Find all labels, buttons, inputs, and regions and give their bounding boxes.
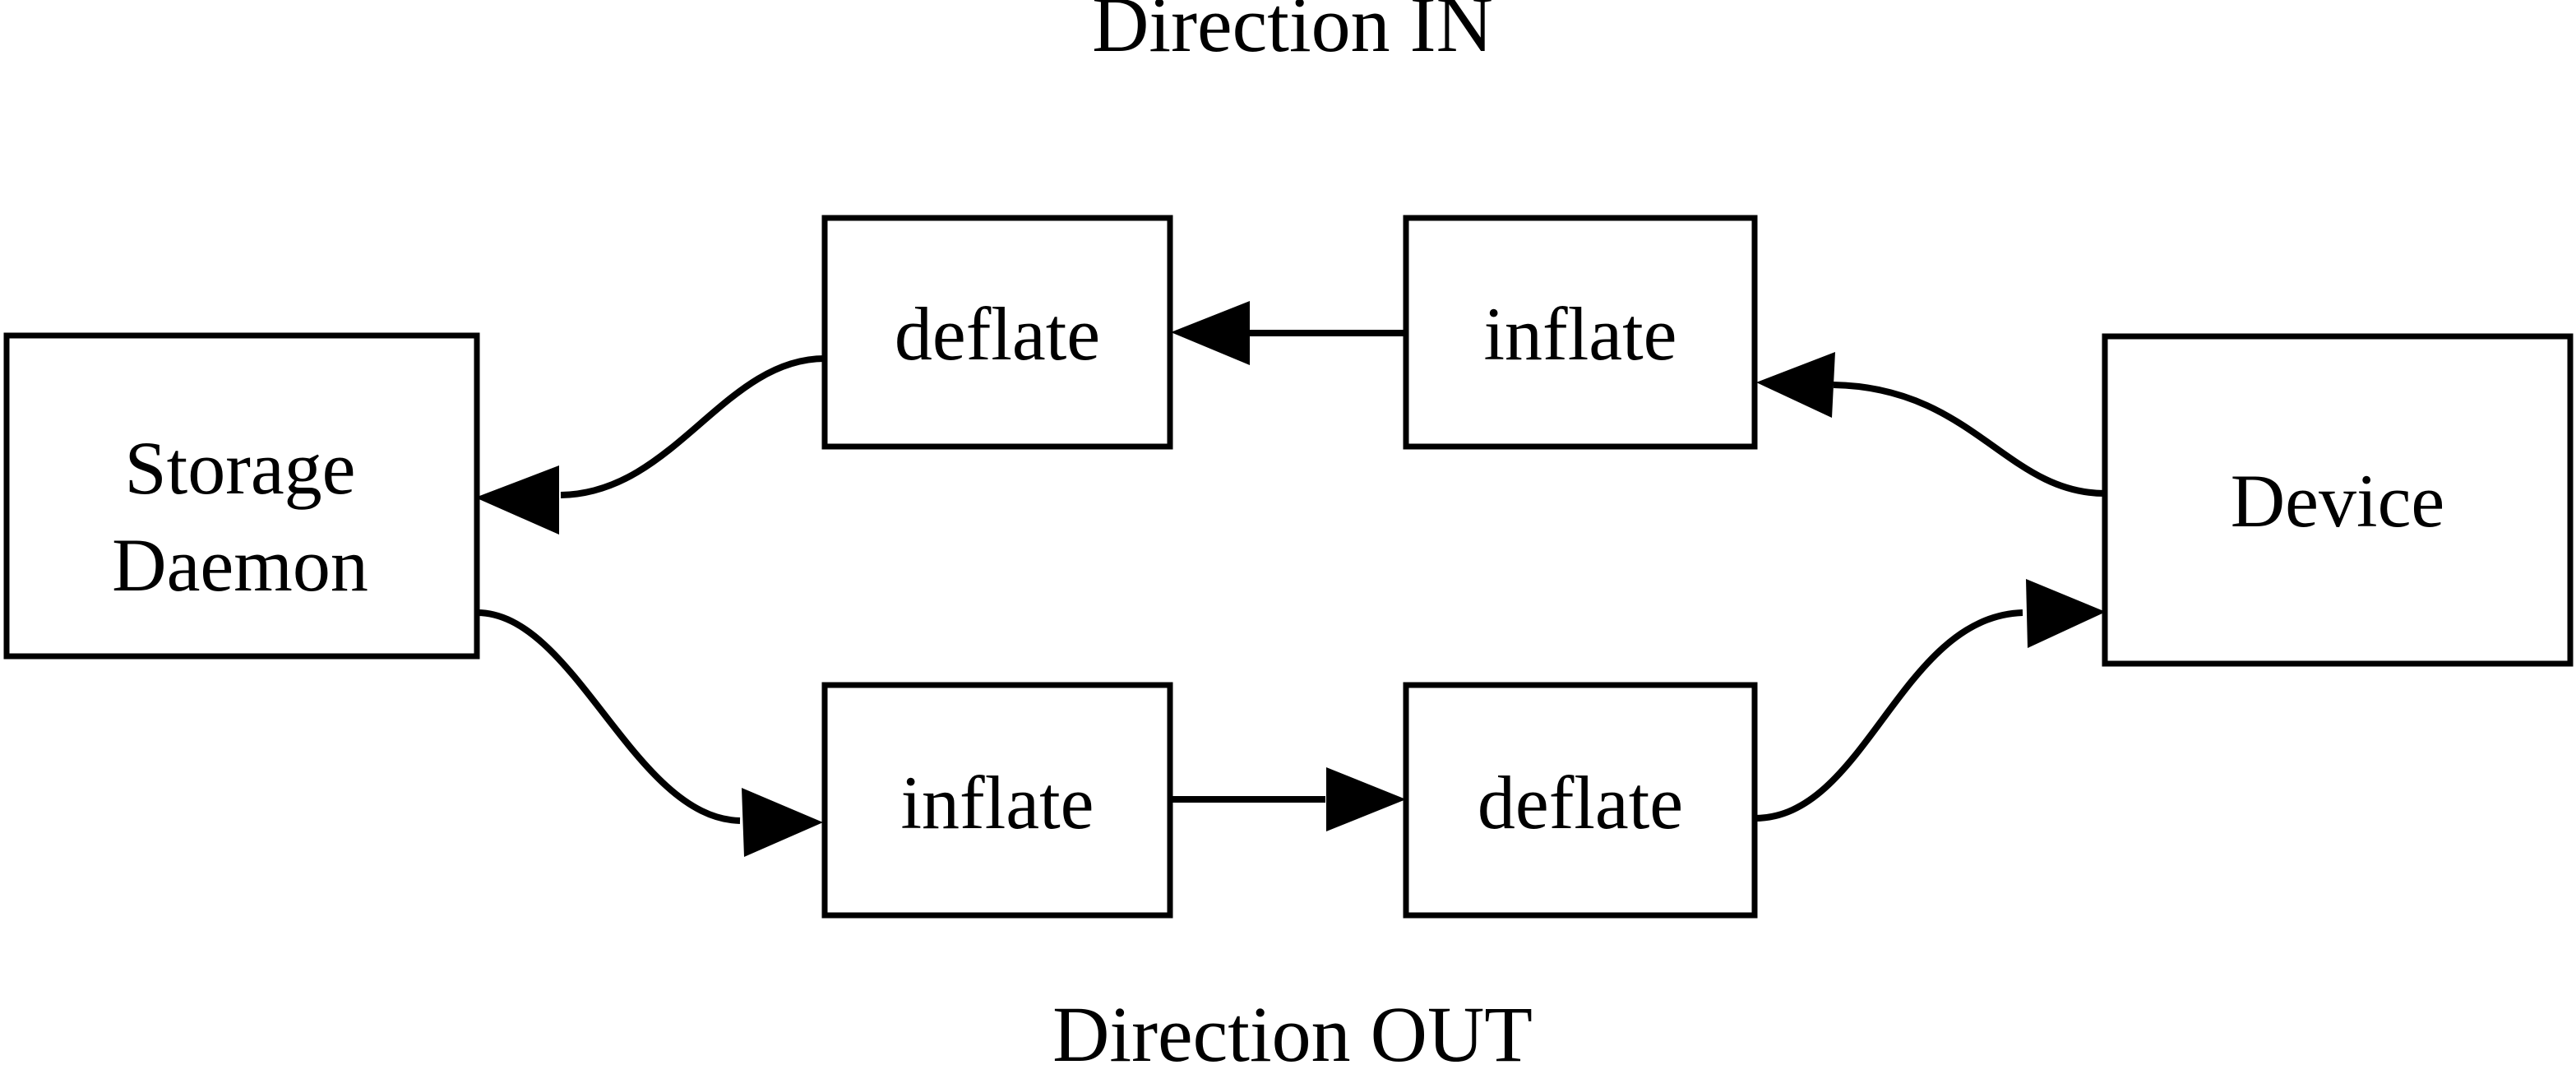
edge-out-inflate-to-out-deflate-arrowhead [1326,767,1406,831]
storage-daemon-label-line1: Storage [124,426,355,510]
node-out-inflate[interactable]: inflate [825,685,1170,915]
edge-out-deflate-to-device [1754,579,2106,822]
node-device[interactable]: Device [2105,336,2570,664]
node-storage-daemon[interactable]: Storage Daemon [7,336,477,656]
edge-storage-daemon-to-out-inflate [476,609,823,857]
device-box[interactable] [2105,336,2570,664]
in-deflate-box[interactable] [825,218,1170,447]
edge-in-deflate-to-storage-daemon-arrowhead [475,465,559,535]
edge-device-to-in-inflate-line [1833,382,2106,497]
in-inflate-label: inflate [1484,292,1677,376]
device-label: Device [2231,459,2445,543]
storage-daemon-label-line2: Daemon [112,523,368,607]
storage-daemon-box[interactable] [7,336,477,656]
edge-out-deflate-to-device-arrowhead [2026,579,2106,648]
node-in-inflate[interactable]: inflate [1406,218,1755,447]
edge-out-inflate-to-out-deflate [1171,767,1406,831]
in-inflate-box[interactable] [1406,218,1755,447]
edge-in-inflate-to-in-deflate [1171,301,1406,365]
edge-in-deflate-to-storage-daemon [475,355,826,535]
edge-device-to-in-inflate [1756,352,2106,497]
edge-storage-daemon-to-out-inflate-line [476,609,741,824]
out-deflate-label: deflate [1478,761,1683,845]
edge-in-deflate-to-storage-daemon-line [560,355,826,498]
in-deflate-label: deflate [895,292,1100,376]
direction-in-caption: Direction IN [1092,0,1493,68]
edge-in-inflate-to-in-deflate-arrowhead [1171,301,1250,365]
node-in-deflate[interactable]: deflate [825,218,1170,447]
node-out-deflate[interactable]: deflate [1406,685,1755,915]
edge-out-deflate-to-device-line [1754,609,2023,822]
direction-out-caption: Direction OUT [1052,990,1533,1078]
out-deflate-box[interactable] [1406,685,1755,915]
edge-storage-daemon-to-out-inflate-arrowhead [742,788,823,857]
out-inflate-label: inflate [901,761,1094,845]
edge-device-to-in-inflate-arrowhead [1756,352,1835,418]
out-inflate-box[interactable] [825,685,1170,915]
